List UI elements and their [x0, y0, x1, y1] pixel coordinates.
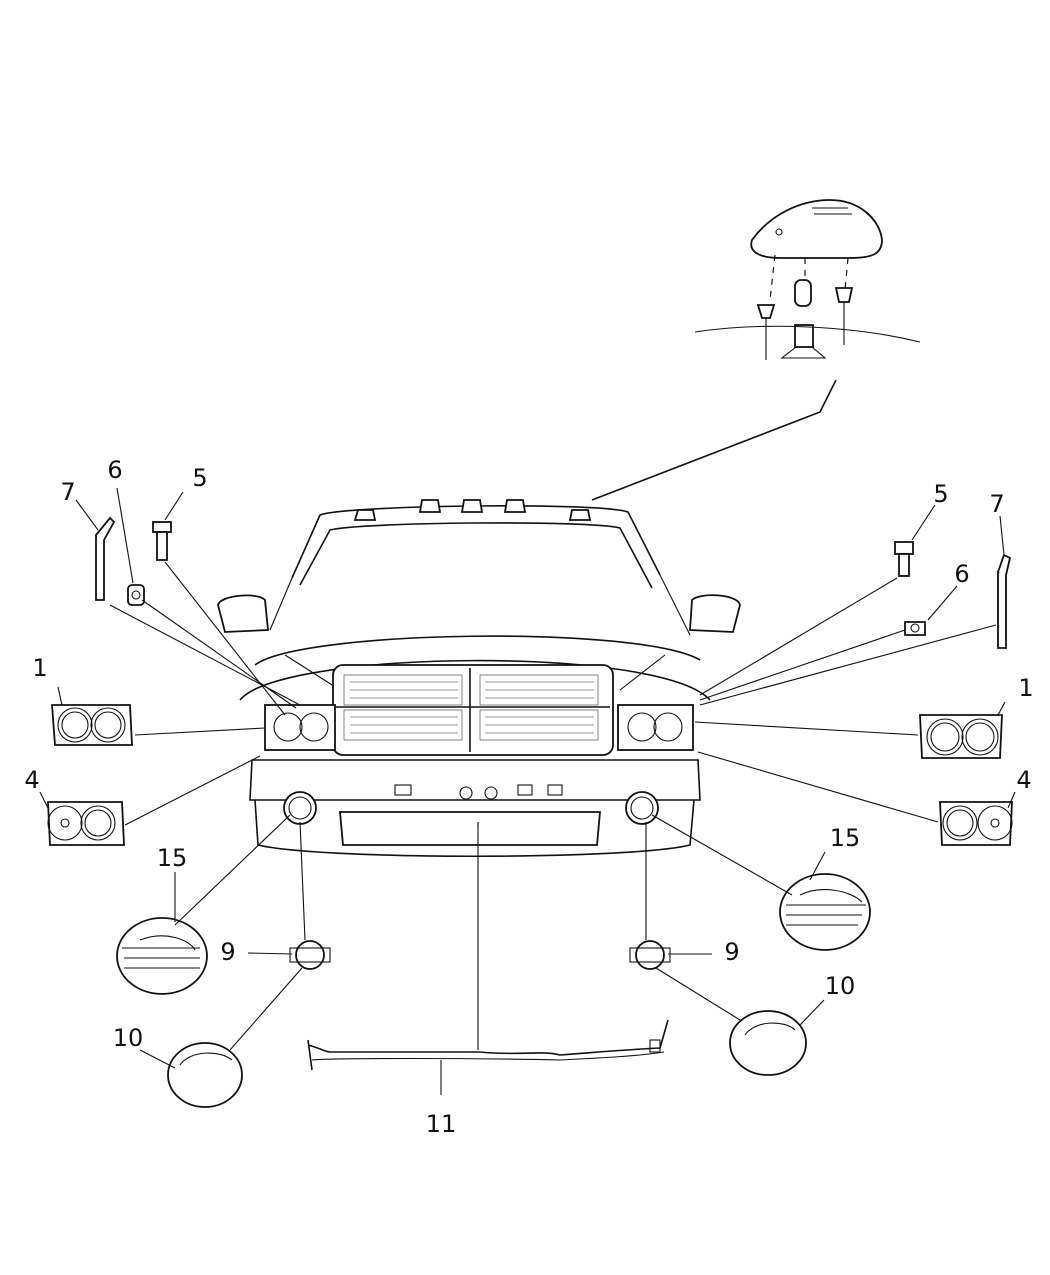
callout-4-left: 4 [24, 766, 39, 794]
callout-11: 11 [426, 1110, 457, 1138]
callout-4-right: 4 [1016, 766, 1031, 794]
callout-7-right: 7 [989, 490, 1004, 518]
callout-5-right: 5 [933, 480, 948, 508]
callout-9-right: 9 [724, 938, 739, 966]
callout-15-right: 15 [830, 824, 861, 852]
right-parts [629, 504, 1016, 1076]
callout-1-left: 1 [32, 654, 47, 682]
callout-labels: 1 1 4 4 5 5 6 6 7 7 9 9 10 10 11 15 15 [24, 456, 1033, 1138]
callout-7-left: 7 [60, 478, 75, 506]
callout-6-right: 6 [954, 560, 969, 588]
wiring-harness [307, 822, 669, 1095]
callout-10-right: 10 [825, 972, 856, 1000]
callout-6-left: 6 [107, 456, 122, 484]
roof-lamp-detail [591, 199, 921, 501]
left-parts [39, 487, 331, 1108]
callout-10-left: 10 [113, 1024, 144, 1052]
callout-9-left: 9 [220, 938, 235, 966]
truck-front [217, 499, 741, 858]
callout-15-left: 15 [157, 844, 188, 872]
callout-5-left: 5 [192, 464, 207, 492]
callout-1-right: 1 [1018, 674, 1033, 702]
